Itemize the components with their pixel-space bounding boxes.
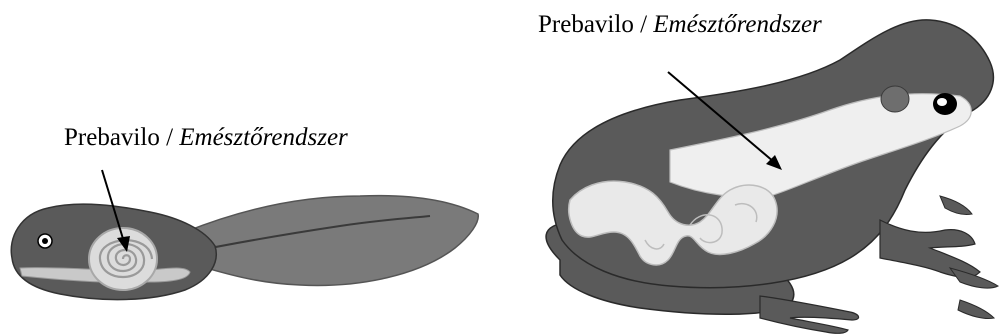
frog-label-slovene: Prebavilo / [538,11,653,38]
frog-eye-highlight [937,98,947,106]
frog-label-hungarian: Emésztőrendszer [653,11,822,38]
tadpole-label-slovene: Prebavilo / [64,124,179,151]
tadpole [11,170,478,300]
tadpole-tail [185,196,478,286]
frog-tympanum [881,86,909,112]
frog-front-leg [880,220,980,277]
frog [546,20,998,333]
frog-gut-label: Prebavilo / Emésztőrendszer [538,12,822,37]
tadpole-pupil [42,238,48,244]
tadpole-label-hungarian: Emésztőrendszer [179,124,348,151]
tadpole-gut-label: Prebavilo / Emésztőrendszer [64,125,348,150]
frog-hind-foot [760,296,859,333]
